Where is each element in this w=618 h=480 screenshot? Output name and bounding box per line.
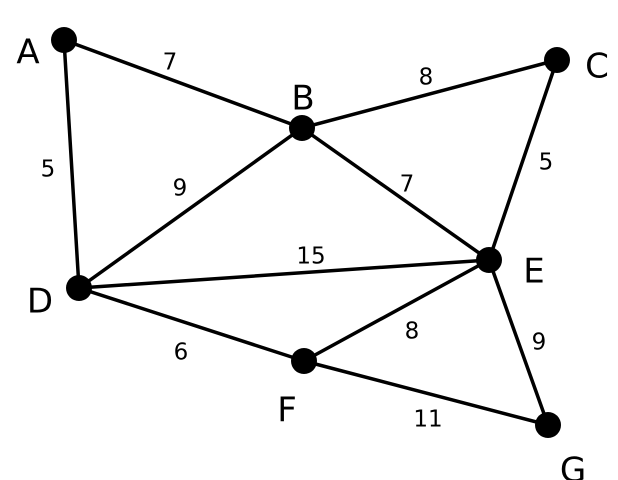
edge-weight-a-b: 7 bbox=[163, 50, 178, 76]
edge-e-g bbox=[487, 258, 550, 427]
node-c bbox=[544, 47, 570, 73]
edge-weight-f-e: 8 bbox=[405, 319, 420, 345]
edge-weight-c-e: 5 bbox=[539, 150, 554, 176]
node-label-e: E bbox=[523, 252, 544, 292]
edge-weight-d-f: 6 bbox=[174, 340, 189, 366]
node-f bbox=[291, 348, 317, 374]
nodes-layer bbox=[51, 27, 570, 438]
edge-weight-d-e: 15 bbox=[296, 244, 325, 270]
edge-b-c bbox=[300, 58, 559, 130]
edge-weight-b-c: 8 bbox=[419, 65, 434, 91]
node-label-d: D bbox=[27, 282, 53, 322]
node-b bbox=[289, 115, 315, 141]
node-e bbox=[476, 247, 502, 273]
edge-d-f bbox=[77, 286, 306, 363]
edge-weight-b-d: 9 bbox=[173, 176, 188, 202]
node-label-g: G bbox=[560, 451, 586, 480]
edge-a-b bbox=[62, 38, 304, 130]
edge-c-e bbox=[487, 58, 559, 262]
edge-f-g bbox=[302, 359, 550, 427]
edge-weight-a-d: 5 bbox=[41, 157, 56, 183]
node-label-f: F bbox=[277, 391, 297, 431]
edge-b-d bbox=[77, 126, 304, 290]
edge-weight-e-g: 9 bbox=[532, 330, 547, 356]
edge-weight-b-e: 7 bbox=[400, 172, 415, 198]
node-a bbox=[51, 27, 77, 53]
edge-f-e bbox=[302, 258, 491, 363]
node-labels-layer: A B C D E F G bbox=[16, 33, 609, 480]
node-d bbox=[66, 275, 92, 301]
edge-d-e bbox=[77, 258, 491, 290]
node-g bbox=[535, 412, 561, 438]
edge-weights-layer: 7 5 8 9 7 5 15 6 8 9 11 bbox=[41, 50, 554, 433]
edges-layer bbox=[62, 38, 559, 427]
node-label-b: B bbox=[291, 79, 314, 119]
edge-weight-f-g: 11 bbox=[413, 407, 442, 433]
node-label-a: A bbox=[16, 33, 39, 73]
edge-b-e bbox=[300, 126, 491, 262]
node-label-c: C bbox=[585, 47, 609, 87]
edge-a-d bbox=[62, 38, 81, 290]
